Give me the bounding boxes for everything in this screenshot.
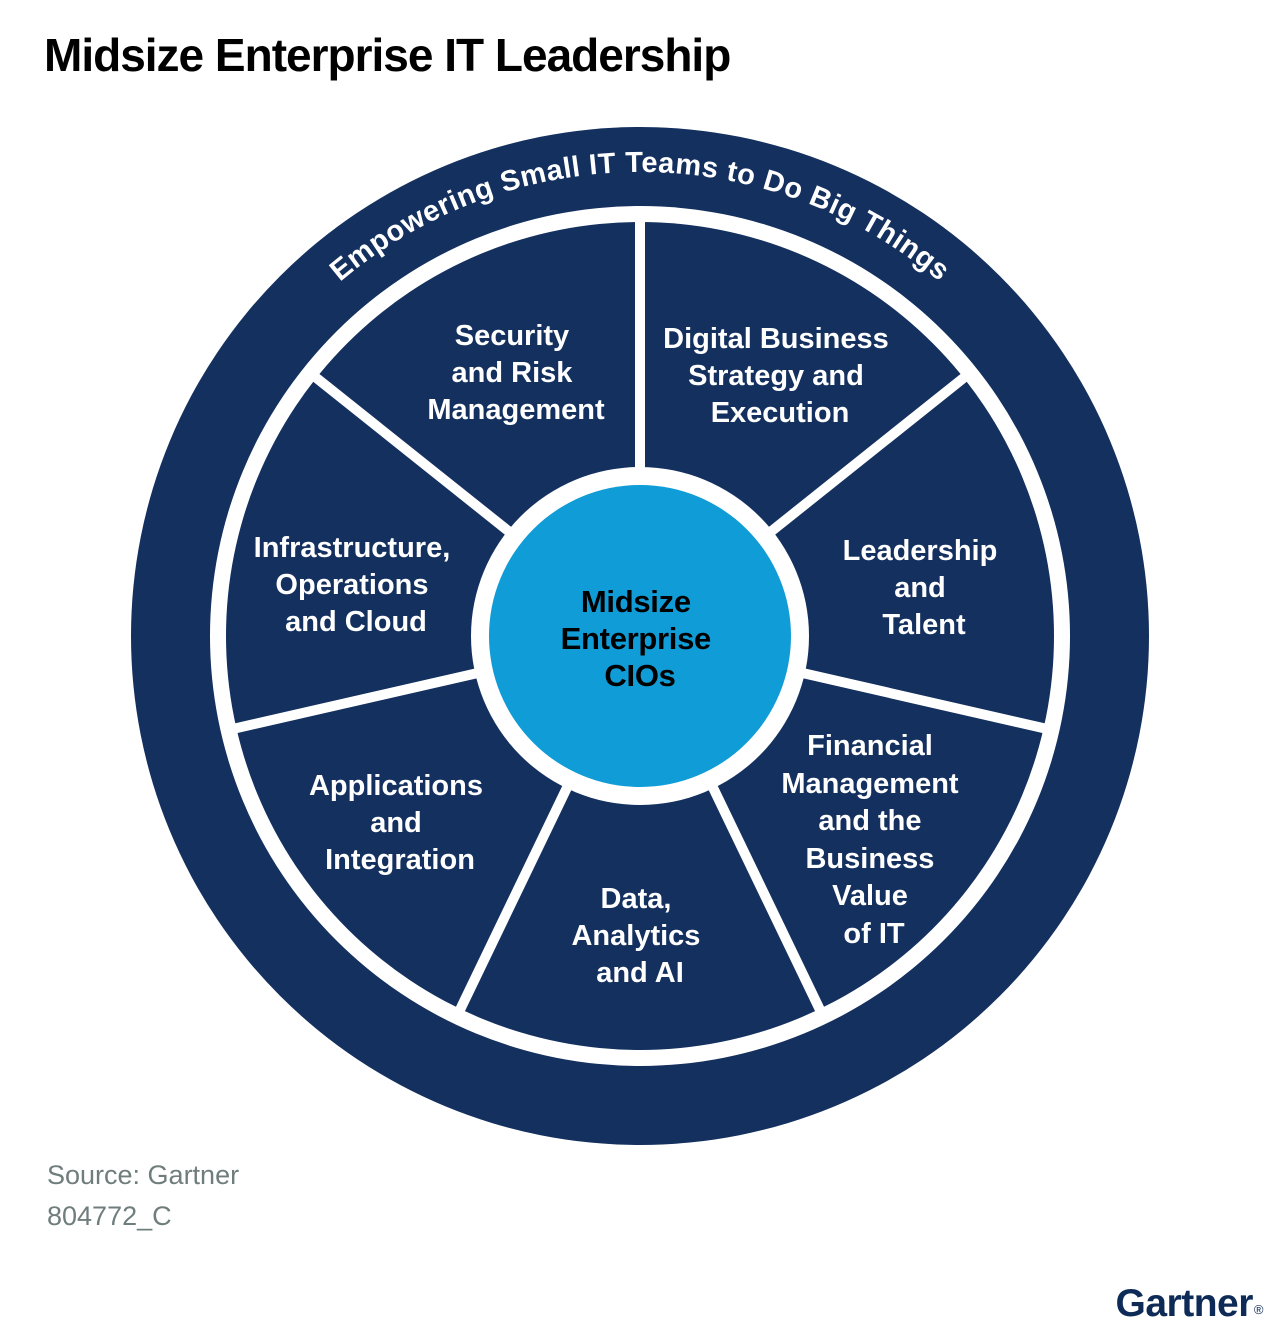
segment-label-security-and-risk-management: Security and Risk Management [427, 320, 605, 426]
segment-label-financial-management-and-the-business-value-of-it: Financial Management and the Business Va… [781, 730, 966, 950]
segment-label-infrastructure-operations-and-cloud: Infrastructure, Operations and Cloud [254, 532, 459, 638]
gartner-logo-text: Gartner [1115, 1282, 1254, 1325]
source-note: Source: Gartner [47, 1160, 240, 1190]
page-title: Midsize Enterprise IT Leadership [44, 29, 731, 81]
hub-label: Midsize Enterprise CIOs [561, 584, 720, 693]
segment-label-applications-and-integration: Applications and Integration [309, 770, 491, 876]
segment-label-leadership-and-talent: Leadership and Talent [843, 535, 1006, 641]
gartner-logo: Gartner® [1115, 1282, 1264, 1326]
segment-label-digital-business-strategy-and-execution: Digital Business Strategy and Execution [663, 323, 897, 429]
segment-label-data-analytics-and-ai: Data, Analytics and AI [571, 883, 708, 989]
document-id: 804772_C [47, 1201, 172, 1231]
registered-mark-icon: ® [1253, 1302, 1264, 1317]
hub-circle [489, 485, 791, 787]
